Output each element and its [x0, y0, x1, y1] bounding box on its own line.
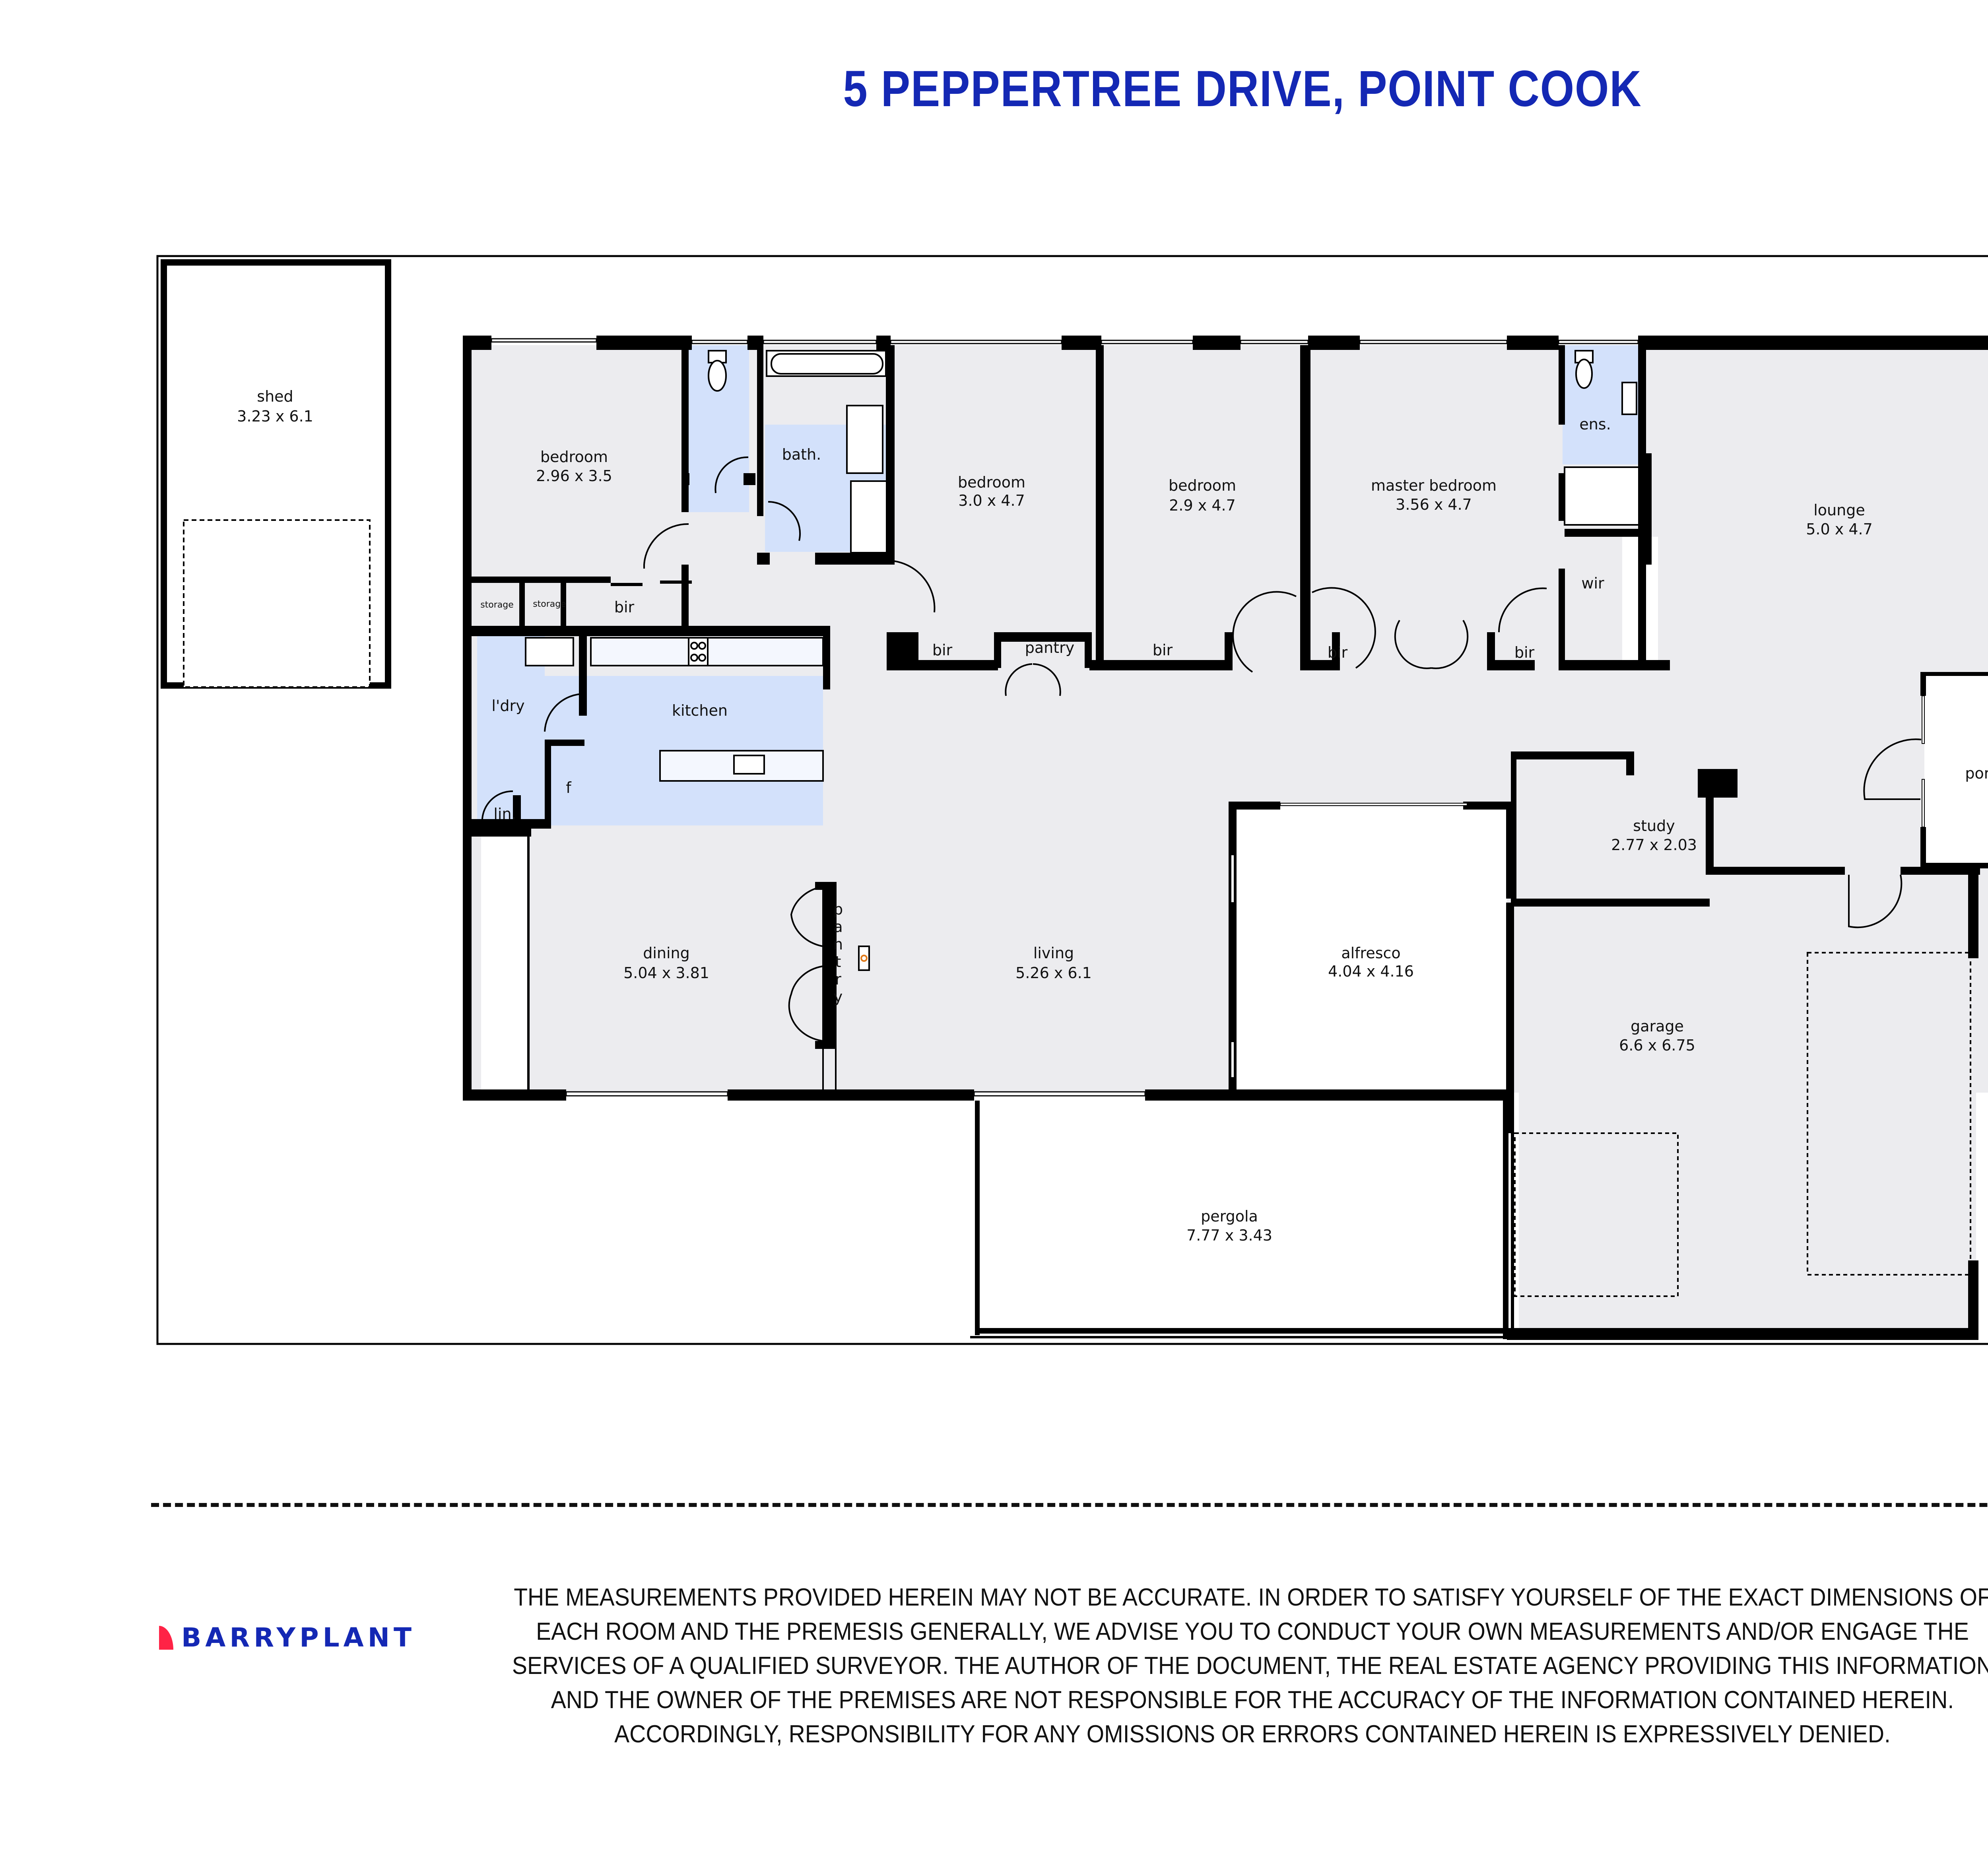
room-label-porch: porch — [1965, 765, 1988, 782]
svg-text:n: n — [833, 936, 843, 953]
room-label-bir-4: bir — [1328, 644, 1348, 661]
room-label-bir-1: bir — [614, 598, 635, 616]
room-dims-bedroom-3: 2.9 x 4.7 — [1169, 497, 1236, 514]
room-label-alfresco: alfresco — [1341, 944, 1400, 962]
footer-divider — [151, 1503, 1988, 1507]
room-label-wir: wir — [1581, 575, 1604, 592]
room-label-linen: lin. — [493, 805, 516, 823]
disclaimer-line: EACH ROOM AND THE PREMESIS GENERALLY, WE… — [536, 1618, 1969, 1645]
room-dims-lounge: 5.0 x 4.7 — [1806, 520, 1873, 538]
fixtures — [481, 350, 1922, 1042]
page-title: 5 PEPPERTREE DRIVE, POINT COOK — [843, 60, 1642, 117]
room-dims-shed: 3.23 x 6.1 — [237, 408, 313, 425]
room-dims-dining: 5.04 x 3.81 — [623, 964, 709, 982]
room-label-master-bedroom: master bedroom — [1371, 477, 1497, 494]
room-dims-pergola: 7.77 x 3.43 — [1186, 1227, 1272, 1244]
room-label-bath: bath. — [782, 446, 821, 463]
svg-text:r: r — [835, 971, 841, 988]
room-label-bedroom-3: bedroom — [1169, 477, 1236, 494]
room-label-bir-2: bir — [932, 641, 953, 659]
pantry-vertical-label: p a n t r y — [833, 901, 843, 1006]
room-label-dining: dining — [643, 944, 690, 962]
disclaimer-line: SERVICES OF A QUALIFIED SURVEYOR. THE AU… — [512, 1652, 1988, 1680]
room-label-bir-5: bir — [1514, 644, 1535, 661]
svg-text:y: y — [834, 988, 843, 1006]
room-label-storage-2: storage — [533, 599, 566, 609]
barryplant-mark-icon — [159, 1625, 173, 1650]
room-dims-bedroom-1: 2.96 x 3.5 — [536, 467, 612, 485]
room-label-lounge: lounge — [1813, 501, 1865, 519]
room-label-bedroom-1: bedroom — [540, 448, 608, 466]
disclaimer-line: ACCORDINGLY, RESPONSIBILITY FOR ANY OMIS… — [614, 1720, 1891, 1748]
room-label-pergola: pergola — [1201, 1208, 1258, 1225]
room-dims-garage: 6.6 x 6.75 — [1619, 1037, 1695, 1054]
room-label-shed: shed — [257, 388, 293, 405]
room-label-pantry: pantry — [1025, 639, 1075, 656]
room-label-bir-3: bir — [1153, 641, 1173, 659]
svg-text:p: p — [833, 901, 843, 918]
disclaimer: THE MEASUREMENTS PROVIDED HEREIN MAY NOT… — [503, 1581, 1988, 1751]
room-label-storage-1: storage — [480, 600, 514, 610]
site-boundary — [156, 255, 1988, 1345]
room-dims-alfresco: 4.04 x 4.16 — [1328, 963, 1414, 980]
walls — [463, 336, 1988, 1340]
barryplant-wordmark: BARRYPLANT — [181, 1622, 415, 1653]
shed: shed 3.23 x 6.1 — [161, 259, 391, 689]
room-dims-master-bedroom: 3.56 x 4.7 — [1396, 496, 1472, 513]
room-dims-study: 2.77 x 2.03 — [1611, 836, 1697, 854]
disclaimer-line: AND THE OWNER OF THE PREMISES ARE NOT RE… — [551, 1686, 1954, 1714]
room-dims-living: 5.26 x 6.1 — [1015, 964, 1092, 982]
room-label-kitchen: kitchen — [672, 702, 728, 719]
disclaimer-line: THE MEASUREMENTS PROVIDED HEREIN MAY NOT… — [514, 1584, 1988, 1611]
room-dims-bedroom-2: 3.0 x 4.7 — [958, 492, 1025, 509]
room-labels: bedroom 2.96 x 3.5 bath. bedroom 3.0 x 4… — [480, 416, 1988, 1244]
svg-text:a: a — [833, 918, 843, 936]
room-label-garage: garage — [1631, 1017, 1684, 1035]
room-label-study: study — [1633, 817, 1675, 835]
barryplant-logo: BARRYPLANT — [159, 1622, 415, 1653]
room-label-ensuite: ens. — [1579, 416, 1611, 433]
room-label-bedroom-2: bedroom — [958, 474, 1025, 491]
room-label-living: living — [1033, 944, 1074, 962]
room-label-fridge: f — [566, 779, 572, 796]
room-label-laundry: l'dry — [491, 697, 524, 715]
svg-text:t: t — [835, 953, 841, 971]
